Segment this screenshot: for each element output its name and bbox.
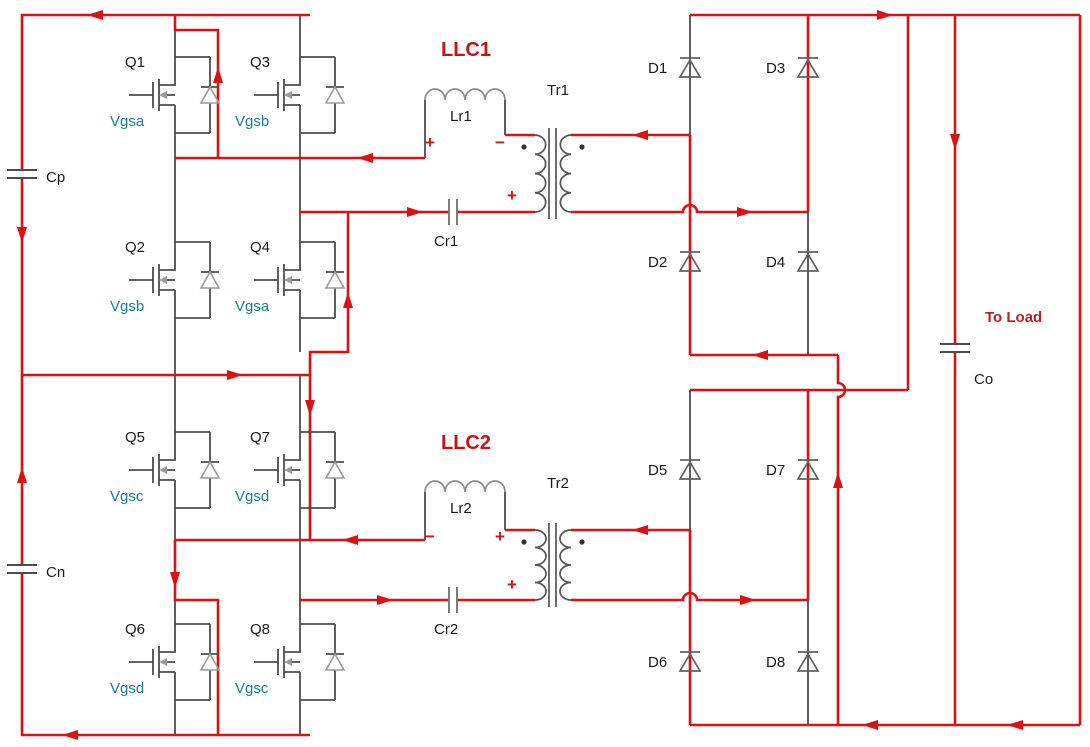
label-q3: Q3 xyxy=(250,54,270,71)
gate-label-q4: Vgsa xyxy=(235,298,270,315)
current-arrow xyxy=(87,10,103,20)
label-d3: D3 xyxy=(766,60,785,77)
tr1-primary-dot xyxy=(521,144,527,150)
label-d2: D2 xyxy=(648,254,667,271)
current-arrow xyxy=(407,207,423,217)
label-d4: D4 xyxy=(766,254,785,271)
label-co: Co xyxy=(974,371,993,388)
current-arrow xyxy=(62,730,78,740)
current-arrow xyxy=(377,595,393,605)
wire-tank2-taps xyxy=(424,492,506,540)
current-arrow xyxy=(740,595,756,605)
transformers xyxy=(521,128,585,607)
transformer-tr2-core xyxy=(548,523,557,607)
label-cp: Cp xyxy=(46,169,65,186)
current-arrow xyxy=(343,292,353,308)
transformer-tr1-secondary xyxy=(559,134,572,213)
transformer-tr2-secondary xyxy=(559,529,572,601)
current-arrow xyxy=(342,535,358,545)
inductor-lr1 xyxy=(424,88,506,101)
label-q1: Q1 xyxy=(125,54,145,71)
current-arrow xyxy=(1007,720,1023,730)
capacitor-cr1 xyxy=(448,199,458,225)
label-lr2: Lr2 xyxy=(450,500,472,517)
current-top-left-rail xyxy=(20,13,310,170)
label-d7: D7 xyxy=(766,462,785,479)
label-q2: Q2 xyxy=(125,239,145,256)
gate-label-q1: Vgsa xyxy=(110,113,145,130)
polarity-llc2-left: − xyxy=(425,527,435,546)
label-to-load: To Load xyxy=(985,309,1042,326)
transformer-tr1-core xyxy=(548,128,557,219)
label-q7: Q7 xyxy=(250,429,270,446)
current-arrow xyxy=(170,572,180,588)
label-lr1: Lr1 xyxy=(450,108,472,125)
current-arrow xyxy=(227,370,243,380)
current-arrow xyxy=(632,525,648,535)
current-q4-body-diode xyxy=(308,212,350,375)
inductors xyxy=(424,88,506,493)
tr2-primary-dot xyxy=(521,539,527,545)
label-cr1: Cr1 xyxy=(434,233,458,250)
polarity-llc1-right: − xyxy=(495,133,505,152)
polarity-llc1-left: + xyxy=(425,133,435,152)
capacitor-cn xyxy=(7,564,37,574)
labels: Q1 Vgsa Q2 Vgsb Q3 Vgsb Q4 Vgsa Q5 Vgsc … xyxy=(46,39,1042,697)
gate-label-q6: Vgsd xyxy=(110,680,144,697)
current-arrow xyxy=(632,130,648,140)
capacitor-cr2 xyxy=(448,587,458,613)
capacitor-cp xyxy=(7,169,37,179)
gate-label-q7: Vgsd xyxy=(235,488,269,505)
mosfets xyxy=(128,39,345,718)
polarity-cr1: + xyxy=(507,186,517,205)
current-q1-body-diode xyxy=(173,15,220,158)
label-tr1: Tr1 xyxy=(547,82,569,99)
current-path xyxy=(20,13,1082,737)
current-arrow xyxy=(752,350,768,360)
capacitor-co xyxy=(940,343,970,353)
current-arrow xyxy=(17,467,27,483)
current-arrow xyxy=(17,227,27,243)
label-d6: D6 xyxy=(648,654,667,671)
current-arrow xyxy=(305,400,315,416)
label-cr2: Cr2 xyxy=(434,621,458,638)
label-q6: Q6 xyxy=(125,621,145,638)
label-q4: Q4 xyxy=(250,239,270,256)
label-q8: Q8 xyxy=(250,621,270,638)
wire-rectifier-columns xyxy=(689,15,809,725)
gate-label-q3: Vgsb xyxy=(235,113,269,130)
gate-label-q5: Vgsc xyxy=(110,488,144,505)
label-tr2: Tr2 xyxy=(547,475,569,492)
transformer-tr1-primary xyxy=(534,134,547,213)
label-llc2: LLC2 xyxy=(441,432,491,454)
inductor-lr2 xyxy=(424,480,506,493)
current-q6-branch xyxy=(173,540,220,735)
current-return-riser xyxy=(836,355,847,725)
current-arrow xyxy=(213,67,223,83)
current-arrow xyxy=(737,207,753,217)
diodes xyxy=(679,57,819,672)
label-d1: D1 xyxy=(648,60,667,77)
tr1-secondary-dot xyxy=(579,144,585,150)
tr2-secondary-dot xyxy=(579,539,585,545)
label-cn: Cn xyxy=(46,564,65,581)
gate-label-q8: Vgsc xyxy=(235,680,269,697)
label-d5: D5 xyxy=(648,462,667,479)
current-arrow xyxy=(862,720,878,730)
current-arrow xyxy=(950,134,960,150)
current-arrow xyxy=(357,153,373,163)
gate-label-q2: Vgsb xyxy=(110,298,144,315)
label-llc1: LLC1 xyxy=(441,39,491,61)
label-d8: D8 xyxy=(766,654,785,671)
polarity-cr2: + xyxy=(507,575,517,594)
capacitors xyxy=(7,169,970,613)
transformer-tr2-primary xyxy=(534,529,547,601)
current-arrow xyxy=(833,472,843,488)
polarity-llc2-right: + xyxy=(495,527,505,546)
label-q5: Q5 xyxy=(125,429,145,446)
current-arrow xyxy=(877,10,893,20)
